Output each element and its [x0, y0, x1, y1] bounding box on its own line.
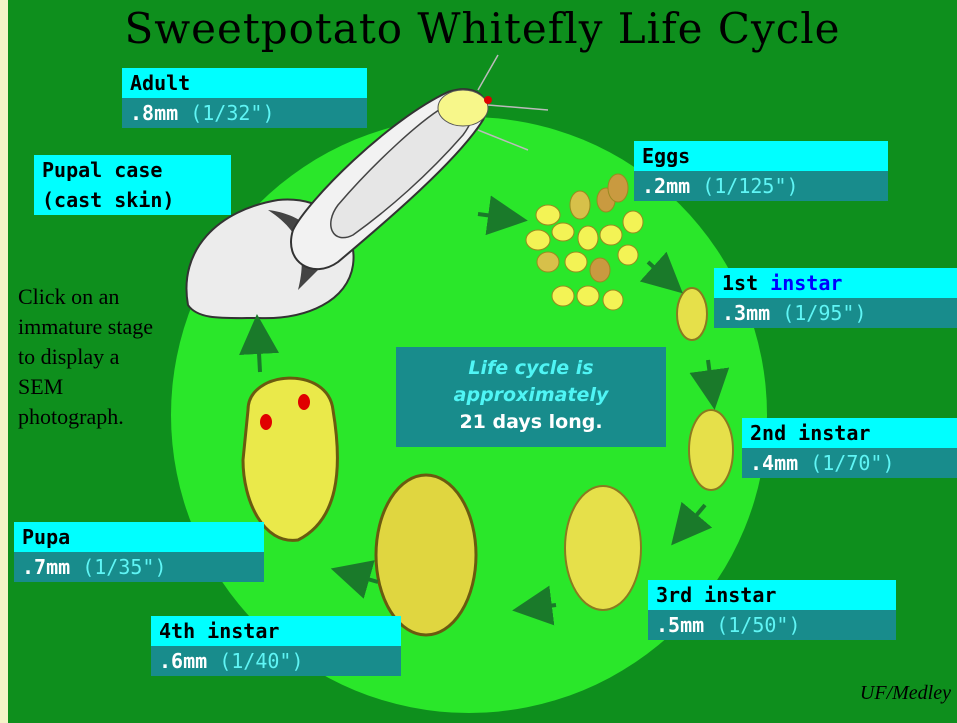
adult-inches: (1/32")	[190, 101, 274, 125]
pupal-case-label: Pupal case (cast skin)	[34, 155, 231, 215]
eggs-name: Eggs	[634, 141, 888, 171]
adult-label: Adult .8mm (1/32")	[122, 68, 367, 128]
pupal-case-line2: (cast skin)	[34, 185, 231, 215]
fourth-instar-label: 4th instar .6mm (1/40")	[151, 616, 401, 676]
eggs-size: .2mm	[642, 174, 690, 198]
third-instar-size: .5mm	[656, 613, 704, 637]
duration-line1: Life cycle is	[396, 355, 666, 382]
pupa-name: Pupa	[14, 522, 264, 552]
pupa-inches: (1/35")	[82, 555, 166, 579]
duration-line3: 21 days long.	[396, 409, 666, 436]
second-instar-inches: (1/70")	[810, 451, 894, 475]
second-instar-illustration[interactable]	[689, 410, 733, 490]
pupa-label: Pupa .7mm (1/35")	[14, 522, 264, 582]
instructions-text: Click on an immature stage to display a …	[18, 282, 168, 432]
third-instar-name: 3rd instar	[648, 580, 896, 610]
first-instar-illustration[interactable]	[677, 288, 707, 340]
eggs-label: Eggs .2mm (1/125")	[634, 141, 888, 201]
fourth-instar-inches: (1/40")	[219, 649, 303, 673]
first-instar-label: 1st instar .3mm (1/95")	[714, 268, 957, 328]
eggs-illustration[interactable]	[526, 174, 643, 310]
third-instar-inches: (1/50")	[716, 613, 800, 637]
life-cycle-diagram: Sweetpotato Whitefly Life Cycle	[8, 0, 957, 723]
third-instar-illustration[interactable]	[565, 486, 641, 610]
fourth-instar-name: 4th instar	[151, 616, 401, 646]
fourth-instar-illustration[interactable]	[376, 475, 476, 635]
adult-size: .8mm	[130, 101, 178, 125]
adult-name: Adult	[122, 68, 367, 98]
credit-text: UF/Medley	[860, 682, 951, 705]
first-instar-size: .3mm	[722, 301, 770, 325]
cycle-duration-box: Life cycle is approximately 21 days long…	[396, 347, 666, 447]
fourth-instar-size: .6mm	[159, 649, 207, 673]
third-instar-label: 3rd instar .5mm (1/50")	[648, 580, 896, 640]
second-instar-label: 2nd instar .4mm (1/70")	[742, 418, 957, 478]
pupal-case-line1: Pupal case	[34, 155, 231, 185]
first-instar-word: instar	[770, 271, 842, 295]
pupa-size: .7mm	[22, 555, 70, 579]
first-instar-inches: (1/95")	[782, 301, 866, 325]
first-instar-num: 1st	[722, 271, 758, 295]
second-instar-size: .4mm	[750, 451, 798, 475]
eggs-inches: (1/125")	[702, 174, 798, 198]
second-instar-name: 2nd instar	[742, 418, 957, 448]
pupa-illustration[interactable]	[243, 378, 337, 540]
duration-line2: approximately	[396, 382, 666, 409]
